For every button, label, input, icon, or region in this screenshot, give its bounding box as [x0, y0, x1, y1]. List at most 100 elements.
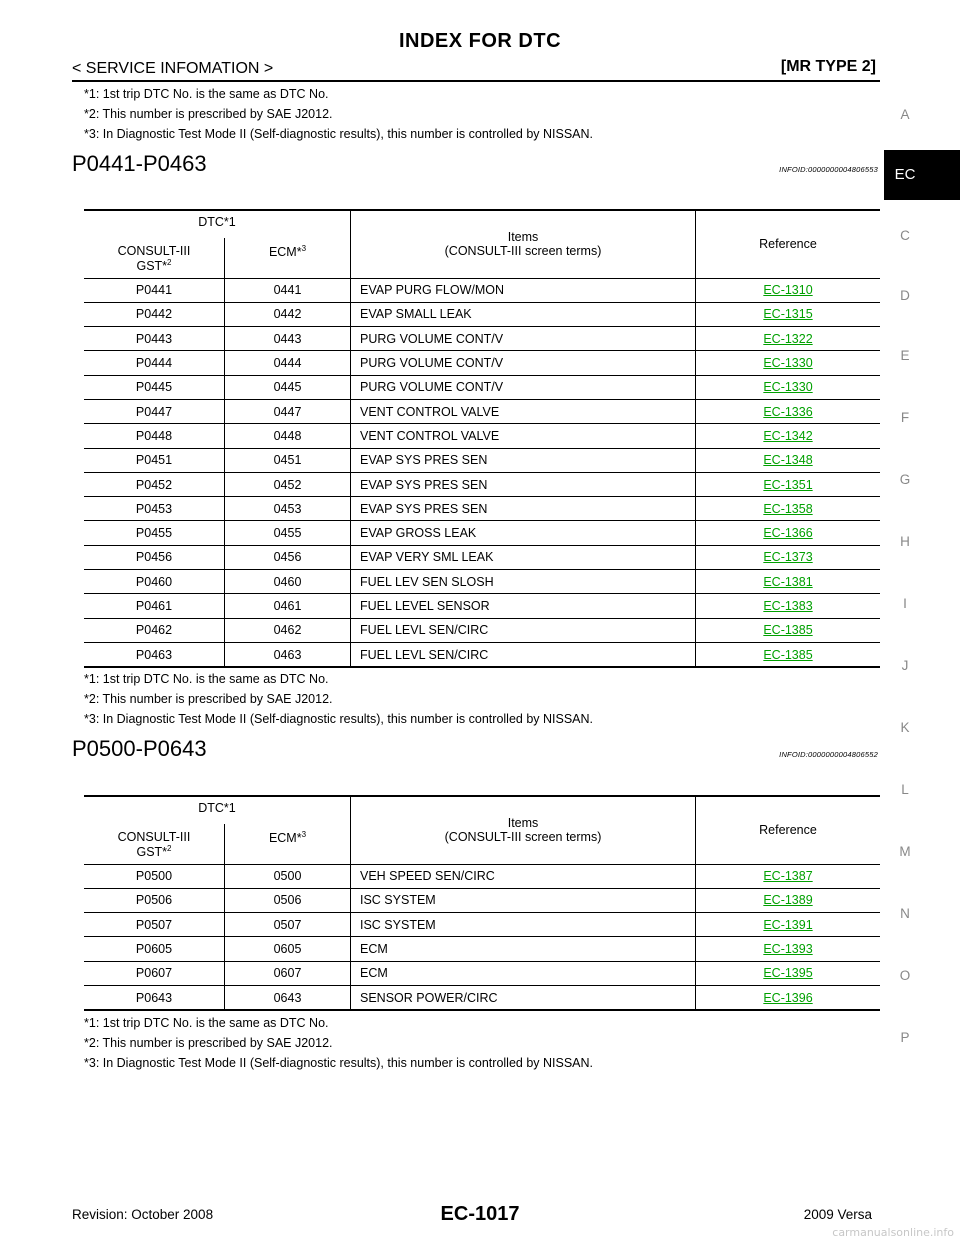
consult-code-cell: P0445: [84, 374, 225, 400]
reference-link[interactable]: EC-1391: [763, 917, 813, 932]
consult-code-cell: P0643: [84, 984, 225, 1012]
reference-cell: EC-1330: [695, 350, 880, 376]
reference-link[interactable]: EC-1385: [763, 623, 813, 638]
item-cell: SENSOR POWER/CIRC: [350, 984, 696, 1012]
header-dtc: DTC*1: [84, 209, 351, 238]
header-items-line2: (CONSULT-III screen terms): [444, 830, 602, 845]
reference-link[interactable]: EC-1381: [763, 574, 813, 589]
item-cell: EVAP PURG FLOW/MON: [350, 277, 696, 303]
model-label: 2009 Versa: [803, 1207, 872, 1222]
side-index-letter[interactable]: O: [899, 968, 911, 983]
footnote-2: *2: This number is prescribed by SAE J20…: [84, 107, 333, 121]
reference-link[interactable]: EC-1393: [763, 942, 813, 957]
header-items: Items (CONSULT-III screen terms): [350, 795, 696, 865]
header-ecm-label: ECM*: [268, 245, 302, 260]
header-items-line1: Items: [507, 816, 539, 831]
header-consult-label: CONSULT-III: [117, 830, 191, 844]
consult-code-cell: P0460: [84, 569, 225, 594]
reference-link[interactable]: EC-1395: [763, 966, 813, 981]
reference-cell: EC-1351: [695, 471, 880, 497]
consult-code-cell: P0442: [84, 301, 225, 327]
side-index: EC A C D E F G H I J K L M N O P: [884, 0, 960, 1242]
header-gst-sup: 2: [167, 258, 172, 267]
side-index-letter[interactable]: G: [899, 472, 911, 487]
side-index-letter[interactable]: P: [900, 1030, 910, 1045]
reference-cell: EC-1393: [695, 936, 880, 962]
side-index-letter[interactable]: F: [900, 410, 910, 425]
footnote-2: *2: This number is prescribed by SAE J20…: [84, 692, 333, 706]
reference-cell: EC-1391: [695, 912, 880, 937]
header-consult: CONSULT-III GST*2: [84, 824, 225, 865]
reference-link[interactable]: EC-1310: [763, 283, 813, 298]
reference-link[interactable]: EC-1351: [763, 477, 813, 492]
item-cell: FUEL LEVL SEN/CIRC: [350, 617, 696, 643]
side-index-letter[interactable]: M: [899, 844, 911, 859]
item-cell: EVAP SYS PRES SEN: [350, 447, 696, 473]
reference-link[interactable]: EC-1387: [763, 869, 813, 884]
reference-link[interactable]: EC-1342: [763, 428, 813, 443]
reference-cell: EC-1395: [695, 960, 880, 986]
reference-link[interactable]: EC-1322: [763, 331, 813, 346]
dtc-table: DTC*1 Items (CONSULT-III screen terms) R…: [84, 795, 880, 1012]
side-index-letter[interactable]: J: [901, 658, 909, 673]
reference-link[interactable]: EC-1315: [763, 307, 813, 322]
reference-link[interactable]: EC-1330: [763, 356, 813, 371]
reference-link[interactable]: EC-1366: [763, 526, 813, 541]
header-items: Items (CONSULT-III screen terms): [350, 209, 696, 279]
consult-code-cell: P0463: [84, 641, 225, 669]
reference-link[interactable]: EC-1358: [763, 501, 813, 516]
revision-label: Revision: October 2008: [72, 1207, 214, 1222]
reference-link[interactable]: EC-1336: [763, 404, 813, 419]
reference-link[interactable]: EC-1348: [763, 453, 813, 468]
side-index-letter[interactable]: N: [900, 906, 910, 921]
section-heading: P0500-P0643: [72, 736, 207, 761]
header-dtc: DTC*1: [84, 795, 351, 824]
side-index-letter[interactable]: K: [900, 720, 910, 735]
side-index-letter[interactable]: D: [900, 288, 910, 303]
reference-link[interactable]: EC-1396: [763, 990, 813, 1005]
item-cell: ECM: [350, 960, 696, 986]
consult-code-cell: P0452: [84, 471, 225, 497]
side-index-letter[interactable]: L: [901, 782, 909, 797]
item-cell: FUEL LEVL SEN/CIRC: [350, 641, 696, 669]
model-type-label: [MR TYPE 2]: [780, 58, 876, 75]
side-index-letter[interactable]: C: [900, 228, 910, 243]
reference-link[interactable]: EC-1385: [763, 647, 813, 662]
reference-link[interactable]: EC-1389: [763, 893, 813, 908]
header-gst-label: GST*: [136, 259, 168, 274]
reference-cell: EC-1342: [695, 423, 880, 449]
ecm-code-cell: 0605: [224, 936, 351, 962]
footnote-3: *3: In Diagnostic Test Mode II (Self-dia…: [84, 1056, 594, 1070]
reference-cell: EC-1385: [695, 641, 880, 669]
side-index-letter[interactable]: H: [900, 534, 910, 549]
dtc-table: DTC*1 Items (CONSULT-III screen terms) R…: [84, 209, 880, 669]
consult-code-cell: P0461: [84, 593, 225, 619]
ecm-code-cell: 0448: [224, 423, 351, 449]
footnote-1: *1: 1st trip DTC No. is the same as DTC …: [84, 87, 329, 101]
ecm-code-cell: 0461: [224, 593, 351, 619]
consult-code-cell: P0607: [84, 960, 225, 986]
header-consult: CONSULT-III GST*2: [84, 238, 225, 279]
side-index-active-tab[interactable]: EC: [884, 150, 960, 200]
footnote-3: *3: In Diagnostic Test Mode II (Self-dia…: [84, 127, 594, 141]
side-index-letter[interactable]: E: [900, 348, 910, 363]
ecm-code-cell: 0500: [224, 863, 351, 889]
reference-link[interactable]: EC-1373: [763, 550, 813, 565]
side-index-letter[interactable]: A: [900, 107, 910, 122]
side-index-letter[interactable]: I: [903, 596, 907, 611]
item-cell: ECM: [350, 936, 696, 962]
ecm-code-cell: 0443: [224, 326, 351, 351]
ecm-code-cell: 0445: [224, 374, 351, 400]
reference-link[interactable]: EC-1383: [763, 599, 813, 613]
reference-link[interactable]: EC-1330: [763, 380, 813, 395]
